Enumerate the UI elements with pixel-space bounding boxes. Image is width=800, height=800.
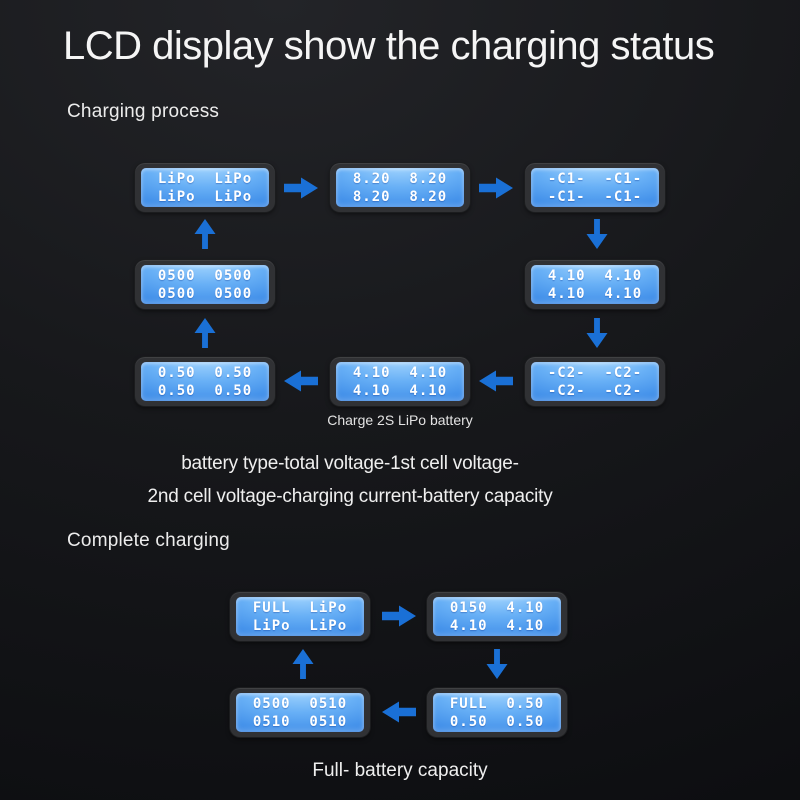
arrow-right-icon (479, 177, 513, 199)
lcd-panel: -C1- -C1- -C1- -C1- (531, 168, 659, 207)
lcd-full-current: FULL 0.50 0.50 0.50 (427, 688, 567, 737)
lcd-panel: -C2- -C2- -C2- -C2- (531, 362, 659, 401)
lcd-panel: 0500 0500 0500 0500 (141, 265, 269, 304)
arrow-up-icon (194, 219, 216, 249)
lcd-line-1: 0.50 0.50 (157, 364, 253, 381)
lcd-line-1: LiPo LiPo (157, 170, 253, 187)
lcd-line-2: LiPo LiPo (157, 188, 253, 205)
lcd-panel: 4.10 4.10 4.10 4.10 (531, 265, 659, 304)
lcd-line-1: 0500 0500 (157, 267, 253, 284)
lcd-battery-type: LiPo LiPo LiPo LiPo (135, 163, 275, 212)
arrow-right-icon (284, 177, 318, 199)
arrow-down-icon (586, 219, 608, 249)
lcd-line-2: 0510 0510 (252, 713, 348, 730)
section-label-complete-charging: Complete charging (67, 530, 230, 551)
lcd-line-1: 8.20 8.20 (352, 170, 448, 187)
lcd-panel: FULL LiPo LiPo LiPo (236, 597, 364, 636)
lcd-cell-voltage-1: 4.10 4.10 4.10 4.10 (525, 260, 665, 309)
lcd-panel: 0150 4.10 4.10 4.10 (433, 597, 561, 636)
lcd-capacity-values: 0500 0510 0510 0510 (230, 688, 370, 737)
page-title: LCD display show the charging status (63, 24, 715, 68)
description-line-2: 2nd cell voltage-charging current-batter… (147, 486, 553, 507)
arrow-left-icon (382, 701, 416, 723)
lcd-panel: 4.10 4.10 4.10 4.10 (336, 362, 464, 401)
arrow-left-icon (479, 370, 513, 392)
lcd-mode-c2: -C2- -C2- -C2- -C2- (525, 357, 665, 406)
lcd-panel: FULL 0.50 0.50 0.50 (433, 693, 561, 732)
lcd-line-1: 0150 4.10 (449, 599, 545, 616)
lcd-line-2: 4.10 4.10 (449, 617, 545, 634)
lcd-line-1: 4.10 4.10 (547, 267, 643, 284)
lcd-line-2: -C1- -C1- (547, 188, 643, 205)
lcd-line-1: 0500 0510 (252, 695, 348, 712)
caption-charge-2s-lipo: Charge 2S LiPo battery (327, 412, 473, 428)
lcd-line-2: LiPo LiPo (252, 617, 348, 634)
lcd-line-1: -C1- -C1- (547, 170, 643, 187)
lcd-battery-capacity: 0500 0500 0500 0500 (135, 260, 275, 309)
lcd-total-voltage: 8.20 8.20 8.20 8.20 (330, 163, 470, 212)
lcd-line-1: -C2- -C2- (547, 364, 643, 381)
lcd-full-battery-type: FULL LiPo LiPo LiPo (230, 592, 370, 641)
lcd-capacity-voltage: 0150 4.10 4.10 4.10 (427, 592, 567, 641)
lcd-panel: LiPo LiPo LiPo LiPo (141, 168, 269, 207)
lcd-line-2: 0.50 0.50 (449, 713, 545, 730)
lcd-line-2: 4.10 4.10 (352, 382, 448, 399)
lcd-panel: 0500 0510 0510 0510 (236, 693, 364, 732)
section-label-charging-process: Charging process (67, 101, 220, 122)
lcd-line-2: 0.50 0.50 (157, 382, 253, 399)
lcd-line-2: -C2- -C2- (547, 382, 643, 399)
lcd-line-1: FULL 0.50 (449, 695, 545, 712)
arrow-down-icon (586, 318, 608, 348)
lcd-panel: 0.50 0.50 0.50 0.50 (141, 362, 269, 401)
arrow-down-icon (486, 649, 508, 679)
lcd-line-2: 0500 0500 (157, 285, 253, 302)
arrow-right-icon (382, 605, 416, 627)
arrow-left-icon (284, 370, 318, 392)
lcd-cell-voltage-2: 4.10 4.10 4.10 4.10 (330, 357, 470, 406)
lcd-panel: 8.20 8.20 8.20 8.20 (336, 168, 464, 207)
lcd-line-1: FULL LiPo (252, 599, 348, 616)
lcd-line-2: 8.20 8.20 (352, 188, 448, 205)
arrow-up-icon (194, 318, 216, 348)
lcd-line-1: 4.10 4.10 (352, 364, 448, 381)
description-line-1: battery type-total voltage-1st cell volt… (181, 453, 519, 474)
caption-full-battery-capacity: Full- battery capacity (312, 760, 488, 781)
lcd-charging-current: 0.50 0.50 0.50 0.50 (135, 357, 275, 406)
arrow-up-icon (292, 649, 314, 679)
description-text: battery type-total voltage-1st cell volt… (0, 447, 700, 513)
lcd-line-2: 4.10 4.10 (547, 285, 643, 302)
lcd-mode-c1: -C1- -C1- -C1- -C1- (525, 163, 665, 212)
